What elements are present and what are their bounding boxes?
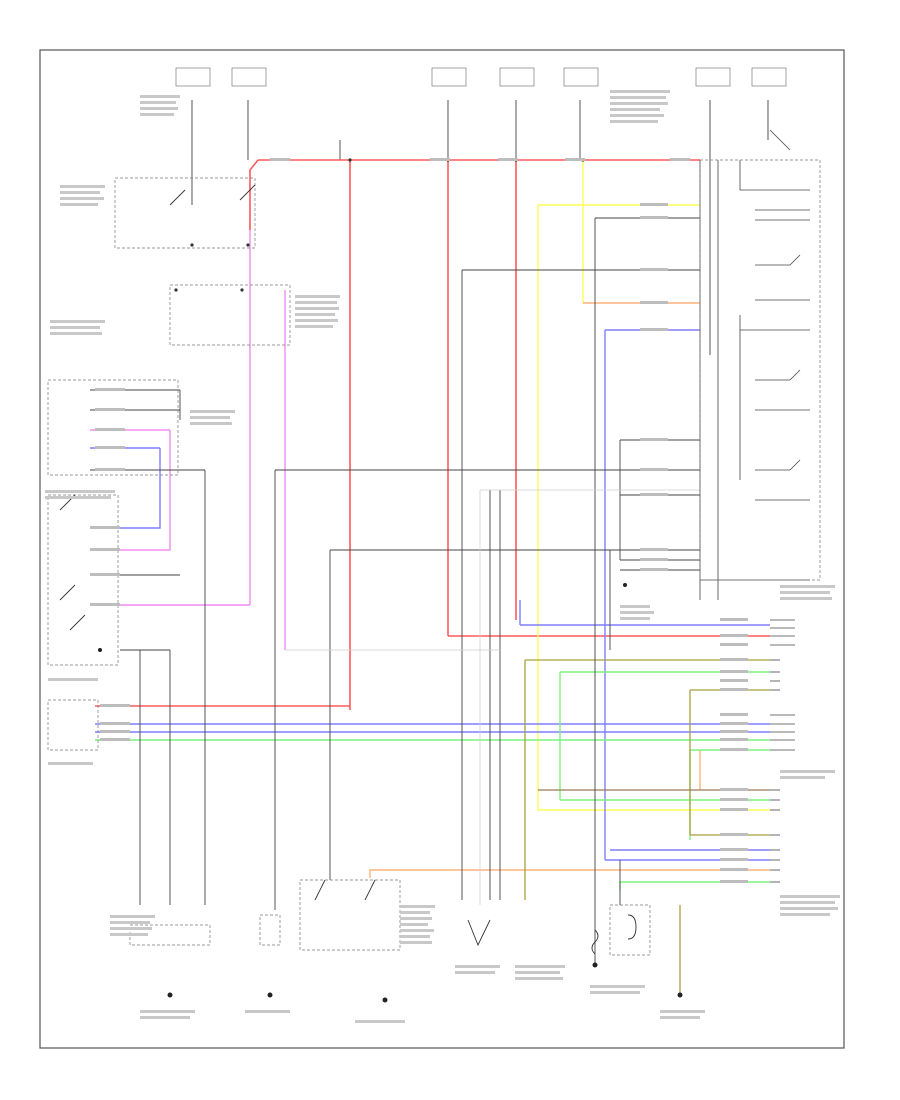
ground-point [592, 962, 598, 968]
pink-circuits [90, 230, 286, 650]
switch-symbols [59, 184, 637, 955]
wire-tags [90, 158, 748, 883]
red-power-bus [95, 159, 770, 710]
green-circuits [95, 671, 770, 890]
relay-block [699, 129, 810, 600]
component-outlines [47, 159, 821, 956]
ground-point [677, 992, 683, 998]
fuse-blocks [175, 67, 787, 87]
ground-point [167, 992, 173, 998]
connector-pins [770, 619, 795, 883]
orange-circuits [369, 302, 770, 878]
ground-points [98, 583, 683, 1003]
splice-dots [174, 158, 585, 292]
ground-point [98, 648, 102, 652]
blue-circuits [90, 329, 770, 861]
faint-circuits [285, 489, 700, 905]
ground-point [382, 997, 388, 1003]
ground-point [267, 992, 273, 998]
diagram-frame [39, 49, 845, 1049]
ground-point [623, 583, 627, 587]
olive-circuits [524, 659, 770, 995]
yellow-circuits [537, 160, 770, 811]
label-placeholders [45, 90, 840, 1023]
fuse-feeds [191, 100, 769, 355]
